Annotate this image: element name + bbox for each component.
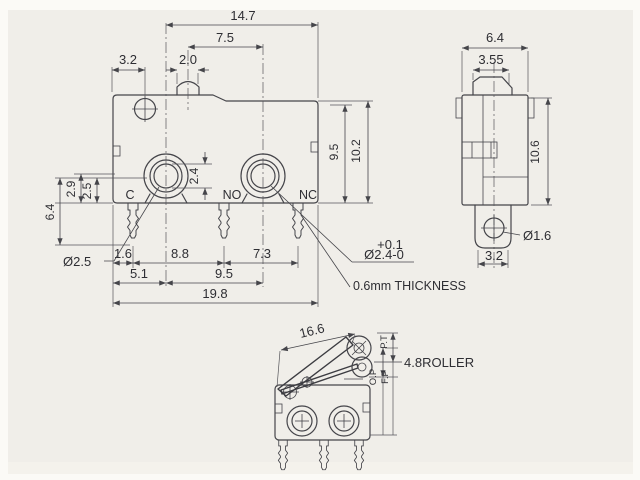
dim-side-terminal-label: 3.2: [485, 248, 503, 263]
label-operating-position: O.P: [368, 369, 379, 385]
dim-side-width: 6.4: [461, 30, 529, 92]
side-tab-left: [455, 97, 463, 119]
dim-button-width-label: 2.0: [179, 52, 197, 67]
travel-reference-lines: P.T O.P F.P: [368, 332, 398, 436]
side-button: [472, 76, 513, 96]
dim-side-height-label: 10.6: [528, 140, 542, 164]
terminal-label-no: NO: [223, 188, 242, 202]
dim-pin-pitch1-label: 8.8: [171, 246, 189, 261]
dim-boss-hole: 2.4: [172, 152, 212, 200]
dim-side-button: 3.55: [472, 52, 510, 85]
dim-side-b-label: 2.5: [80, 182, 94, 199]
dim-top-width-label: 14.7: [230, 8, 255, 23]
dim-boss-offset-label: 5.1: [130, 266, 148, 281]
dim-right-full-label: 10.2: [349, 139, 363, 163]
dim-hole-offset-label: 3.2: [119, 52, 137, 67]
dim-right-inner-label: 9.5: [327, 143, 341, 160]
side-view: 6.4 3.55 10.6 Ø1.6 3.2: [455, 30, 552, 268]
dim-top-width: 14.7: [166, 8, 319, 98]
callout-hole-dia-label: Ø2.5: [63, 254, 91, 269]
dim-side-a-label: 2.9: [64, 180, 78, 197]
dim-lever-length: 16.6: [276, 320, 356, 388]
side-slot: [461, 141, 498, 159]
dim-button-offset-label: 7.5: [216, 30, 234, 45]
dim-lever-length-label: 16.6: [298, 320, 326, 341]
callout-ear-hole: Ø1.6: [502, 228, 551, 243]
callout-hole-dia: Ø2.5: [63, 186, 160, 269]
callout-boss-hole-dia: +0.1 Ø2.4-0: [270, 185, 414, 263]
dim-boss-hole-label: 2.4: [187, 167, 201, 184]
dim-side-terminal: 3.2: [477, 248, 509, 268]
dim-hole-offset: 3.2: [111, 52, 146, 96]
label-free-position: F.P: [380, 370, 391, 384]
left-notch: [112, 145, 121, 157]
paper-bottom-strip: [8, 462, 633, 474]
roller-lever-view: 16.6 P.T O.P F.P 4.8ROLLER: [274, 320, 474, 471]
callout-ear-hole-label: Ø1.6: [523, 228, 551, 243]
label-pre-travel: P.T: [379, 335, 390, 349]
dim-left-group: 2.9 2.5 6.4: [43, 173, 147, 246]
roller-right-notch: [362, 402, 371, 413]
dim-total-width-label: 19.8: [202, 286, 227, 301]
switch-body-outline: [112, 94, 319, 204]
roller-boss-right: [328, 405, 360, 437]
dim-pin-offset-label: 1.6: [114, 246, 132, 261]
dim-button-offset: 7.5: [188, 30, 263, 50]
roller-left-notch: [274, 403, 283, 414]
callout-thickness-label: 0.6mm THICKNESS: [353, 279, 466, 293]
callout-roller-label: 4.8ROLLER: [404, 355, 474, 370]
roller-wheel-pressed: [351, 356, 373, 378]
dim-side-c-label: 6.4: [43, 203, 57, 220]
terminal-label-c: C: [125, 188, 134, 202]
callout-roller: 4.8ROLLER: [374, 355, 474, 370]
dim-bottom-rows: 1.6 8.8 7.3 5.1 9.5 19.8: [112, 205, 319, 307]
front-view: C NO NC 14.7 7.5 3.2 2.0: [43, 8, 466, 307]
dim-side-width-label: 6.4: [486, 30, 504, 45]
dim-pin-pitch2-label: 7.3: [253, 246, 271, 261]
roller-boss-left: [286, 405, 318, 437]
dim-side-button-label: 3.55: [478, 52, 503, 67]
callout-boss-hole-label: Ø2.4-0: [364, 247, 404, 262]
side-ear: [474, 204, 512, 249]
terminal-label-nc: NC: [299, 188, 317, 202]
callout-tolerance-label: +0.1: [377, 237, 403, 252]
dim-boss-pitch-label: 9.5: [215, 266, 233, 281]
dim-side-height: 10.6: [528, 97, 552, 206]
dim-right-group: 9.5 10.2: [318, 100, 373, 204]
plunger-button: [176, 80, 200, 96]
dim-button-width: 2.0: [166, 52, 209, 84]
right-notch: [310, 141, 319, 153]
callout-thickness: 0.6mm THICKNESS: [302, 217, 466, 293]
